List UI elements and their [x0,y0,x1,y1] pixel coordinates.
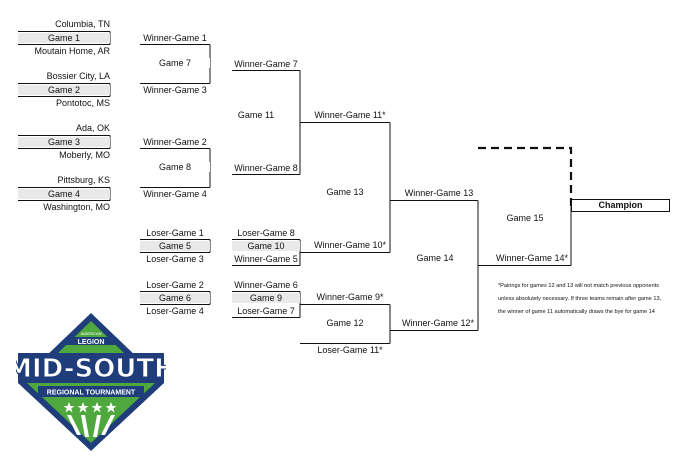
game-1-label: Game 1 [18,33,110,43]
game-7-label: Game 7 [140,58,210,68]
g13-top-slot: Winner-Game 11* [314,110,386,120]
game-5-label: Game 5 [140,241,210,251]
g15-bottom-slot: Winner-Game 14* [495,253,569,263]
team-moutain-home: Moutain Home, AR [34,46,110,56]
game-6-label: Game 6 [140,293,210,303]
g8-top-slot: Winner-Game 2 [143,137,207,147]
game-15-label: Game 15 [485,213,565,223]
game-2-label: Game 2 [18,85,110,95]
champion-box: Champion [571,199,670,212]
g5-bottom-slot: Loser-Game 3 [146,254,204,264]
team-bossier-city: Bossier City, LA [46,71,110,81]
g7-bottom-slot: Winner-Game 3 [143,85,207,95]
footnote-line-1: *Pairings for games 12 and 13 will not m… [498,283,660,289]
mid-south-logo: AMERICAN LEGION MID-SOUTH REGIONAL TOURN… [16,313,166,451]
g6-bottom-slot: Loser-Game 4 [146,306,204,316]
game-11-label: Game 11 [222,110,290,120]
game-4-label: Game 4 [18,189,110,199]
logo-subtitle: REGIONAL TOURNAMENT [47,390,136,397]
g10-top-slot: Loser-Game 8 [237,228,295,238]
g13-bottom-slot: Winner-Game 10* [313,240,387,250]
game-9-label: Game 9 [232,293,300,303]
g6-top-slot: Loser-Game 2 [146,280,204,290]
team-washington: Washington, MO [43,202,110,212]
team-columbia: Columbia, TN [55,19,110,29]
team-moberly: Moberly, MO [59,150,110,160]
g14-top-slot: Winner-Game 13 [404,188,474,198]
team-ada: Ada, OK [75,123,110,133]
g5-top-slot: Loser-Game 1 [146,228,204,238]
g14-bottom-slot: Winner-Game 12* [401,318,475,328]
g12-bottom-slot: Loser-Game 11* [317,345,383,355]
g12-top-slot: Winner-Game 9* [316,292,384,302]
game-8-label: Game 8 [140,162,210,172]
g10-bottom-slot: Winner-Game 5 [234,254,298,264]
game-3-label: Game 3 [18,137,110,147]
logo-org-text: LEGION [78,339,105,346]
logo-stripes [67,415,115,437]
game-14-label: Game 14 [395,253,475,263]
logo-top-text: AMERICAN [80,331,101,336]
g11-bottom-slot: Winner-Game 8 [234,163,298,173]
footnote-line-2: unless absolutely necessary. If three te… [498,296,662,302]
footnote-line-3: the winner of game 11 automatically draw… [498,309,655,315]
g9-top-slot: Winner-Game 6 [234,280,298,290]
game-12-label: Game 12 [305,318,385,328]
g9-bottom-slot: Loser-Game 7 [237,306,295,316]
team-pontotoc: Pontotoc, MS [55,98,110,108]
g11-top-slot: Winner-Game 7 [234,59,298,69]
g7-top-slot: Winner-Game 1 [143,33,207,43]
logo-title: MID-SOUTH [16,354,166,384]
game-10-label: Game 10 [232,241,300,251]
team-pittsburg: Pittsburg, KS [57,175,110,185]
logo-stars [63,402,117,413]
g8-bottom-slot: Winner-Game 4 [143,189,207,199]
game-13-label: Game 13 [305,187,385,197]
